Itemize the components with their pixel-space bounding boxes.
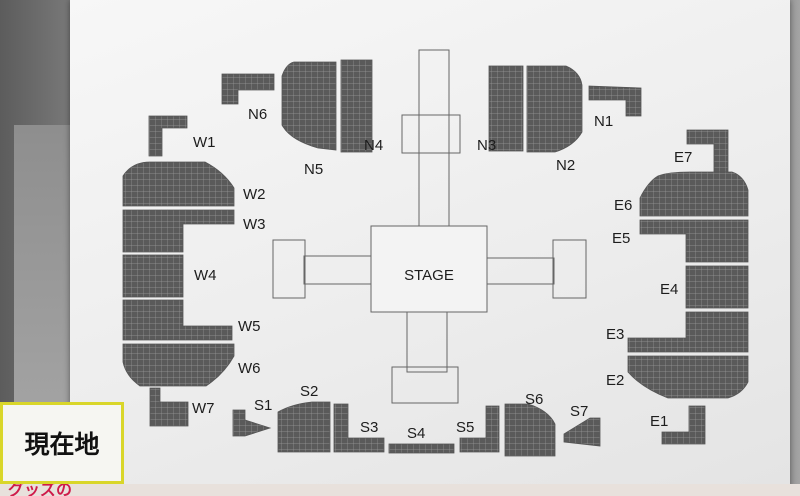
label-s6: S6	[525, 391, 543, 408]
seat-block-s1[interactable]	[232, 409, 272, 437]
stage-label: STAGE	[404, 267, 454, 284]
seat-block-w1[interactable]	[148, 115, 188, 157]
seat-block-n3[interactable]	[488, 65, 524, 152]
label-e7: E7	[674, 149, 692, 166]
you-are-here-sign: 現在地	[0, 402, 124, 484]
seat-block-n5[interactable]	[281, 61, 337, 151]
label-n3: N3	[477, 137, 496, 154]
seat-block-e3[interactable]	[627, 311, 749, 353]
seat-block-s7[interactable]	[563, 417, 601, 447]
label-w6: W6	[238, 360, 261, 377]
seat-block-e5[interactable]	[639, 219, 749, 263]
label-s7: S7	[570, 403, 588, 420]
seat-block-s4[interactable]	[388, 443, 455, 454]
runway-east	[485, 257, 555, 285]
runway-north	[418, 49, 450, 231]
label-s1: S1	[254, 397, 272, 414]
label-w5: W5	[238, 318, 261, 335]
seat-block-s6[interactable]	[504, 403, 556, 457]
seat-block-w4[interactable]	[122, 254, 184, 298]
seat-block-n2[interactable]	[526, 65, 583, 153]
seat-block-s3[interactable]	[333, 403, 385, 453]
seat-block-s5[interactable]	[459, 405, 500, 453]
label-w2: W2	[243, 186, 266, 203]
seat-block-w6[interactable]	[122, 343, 235, 387]
seat-block-e1[interactable]	[661, 405, 706, 445]
label-n2: N2	[556, 157, 575, 174]
seat-blocks	[122, 59, 749, 457]
runway-south	[406, 309, 448, 373]
seat-block-w2[interactable]	[122, 161, 235, 207]
seat-block-e2[interactable]	[627, 355, 749, 399]
main-stage	[370, 225, 488, 313]
label-s2: S2	[300, 383, 318, 400]
seat-block-n6[interactable]	[221, 73, 275, 105]
seat-block-w5[interactable]	[122, 299, 233, 341]
east-platform	[552, 239, 587, 299]
label-s4: S4	[407, 425, 425, 442]
label-n4: N4	[364, 137, 383, 154]
seat-block-n4[interactable]	[340, 59, 373, 153]
seat-block-e6[interactable]	[639, 171, 749, 217]
seat-block-e7[interactable]	[686, 129, 729, 173]
label-n1: N1	[594, 113, 613, 130]
label-n6: N6	[248, 106, 267, 123]
seat-block-s2[interactable]	[277, 401, 331, 453]
label-n5: N5	[304, 161, 323, 178]
seat-block-w7[interactable]	[149, 387, 189, 427]
seat-block-w3[interactable]	[122, 209, 235, 253]
label-w3: W3	[243, 216, 266, 233]
label-e5: E5	[612, 230, 630, 247]
label-s3: S3	[360, 419, 378, 436]
north-platform	[401, 114, 461, 154]
stage-structure	[272, 49, 587, 404]
label-w7: W7	[192, 400, 215, 417]
label-e6: E6	[614, 197, 632, 214]
bottom-poster-text: グッズの	[8, 484, 73, 496]
section-labels: N6 N5 N4 N3 N2 N1 W1 W2 W3 W4 W5 W6 W7 E…	[192, 106, 692, 442]
label-e4: E4	[660, 281, 678, 298]
runway-west	[303, 255, 373, 285]
bottom-poster-strip: グッズの	[0, 484, 800, 496]
seat-block-e4[interactable]	[685, 265, 749, 309]
west-platform	[272, 239, 306, 299]
you-are-here-text: 現在地	[24, 430, 100, 459]
south-platform	[391, 366, 459, 404]
label-s5: S5	[456, 419, 474, 436]
seat-block-n1[interactable]	[588, 85, 642, 117]
label-e1: E1	[650, 413, 668, 430]
label-w4: W4	[194, 267, 217, 284]
label-e2: E2	[606, 372, 624, 389]
label-w1: W1	[193, 134, 216, 151]
label-e3: E3	[606, 326, 624, 343]
